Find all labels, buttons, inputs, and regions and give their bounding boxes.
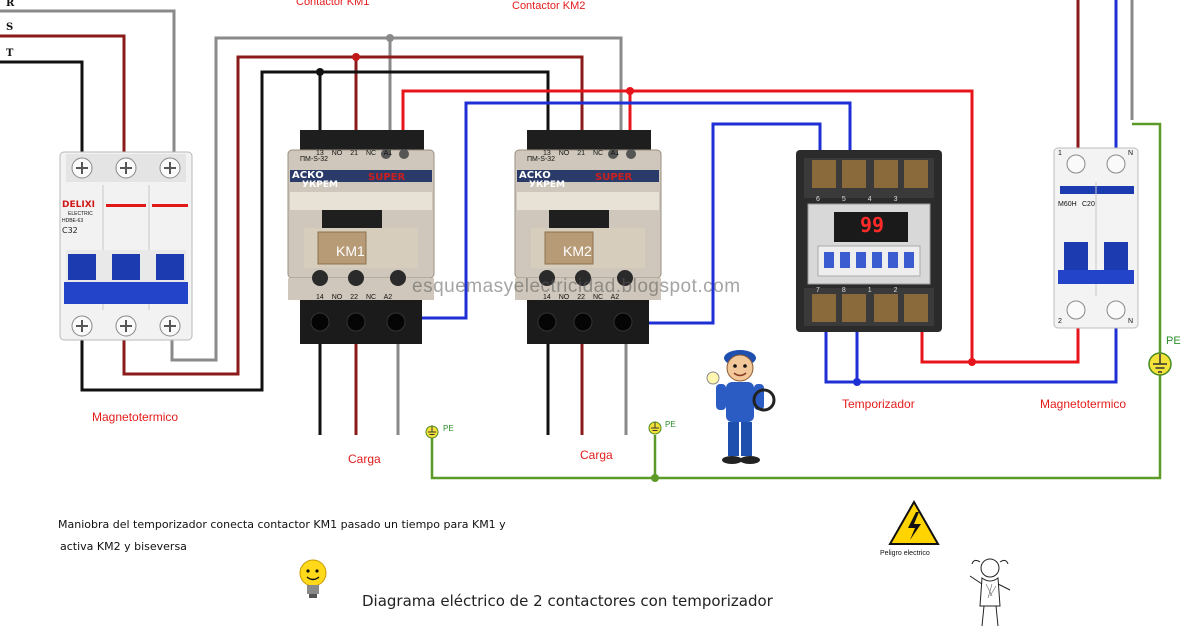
km1-bottom-terminals: 14 NO 22 NC A2 xyxy=(316,294,393,301)
km1-brand-bottom: УКРЕМ xyxy=(302,180,338,190)
timer-display: 99 xyxy=(860,213,885,237)
km2-series: SUPER xyxy=(595,172,633,183)
junction-dot xyxy=(968,358,976,366)
breaker-3pole xyxy=(59,151,193,341)
km1-title: Contactor KM1 xyxy=(296,0,370,8)
km1-series: SUPER xyxy=(368,172,406,183)
earth-symbol xyxy=(648,421,662,435)
earth-symbol-large xyxy=(1148,352,1172,376)
earth-symbol xyxy=(425,425,439,439)
lightbulb-icon xyxy=(299,559,327,598)
wire-control-blue-bottom xyxy=(824,305,1118,384)
breaker2-term-top-right: N xyxy=(1128,150,1134,157)
junction-dot xyxy=(352,53,360,61)
breaker2-model: M60H xyxy=(1058,201,1077,208)
wire-phase-r xyxy=(0,9,176,160)
km1-model: ПМ-S-32 xyxy=(300,156,328,163)
km2-title: Contactor KM2 xyxy=(512,0,586,12)
junction-dot xyxy=(651,474,659,482)
breaker-rating: C32 xyxy=(62,226,78,235)
phase-t-label: T xyxy=(6,48,14,59)
timer-bottom-pins: 7 8 1 2 xyxy=(816,287,898,294)
magnetotermico-left-label: Magnetotermico xyxy=(92,410,179,424)
timer-relay xyxy=(796,150,942,332)
km2-nameplate: KM2 xyxy=(563,243,592,259)
diagram-title: Diagrama eléctrico de 2 contactores con … xyxy=(362,592,773,610)
pe-label-3: PE xyxy=(1166,335,1181,347)
junction-dot xyxy=(853,378,861,386)
wire-control-red-breaker xyxy=(972,325,1080,364)
km2-bottom-terminals: 14 NO 22 NC A2 xyxy=(543,294,620,301)
km2-model: ПМ-S-32 xyxy=(527,156,555,163)
wire-black-bus xyxy=(80,70,550,392)
pe-label-2: PE xyxy=(665,420,676,429)
km1-nameplate: KM1 xyxy=(336,243,365,259)
old-man-sketch xyxy=(969,558,1011,627)
phase-r-label: R xyxy=(6,0,15,9)
breaker-brand-sub: ELECTRIC xyxy=(68,211,93,217)
junction-dot xyxy=(386,34,394,42)
wire-control-red xyxy=(401,89,974,364)
breaker-brand: DELIXI xyxy=(62,200,95,210)
km2-top-terminals: 13 NO 21 NC A1 xyxy=(543,150,620,157)
junction-dot xyxy=(626,87,634,95)
wire-control-blue-km2 xyxy=(630,122,822,325)
wire-grey-bus xyxy=(170,36,623,362)
breaker2-rating: C20 xyxy=(1082,201,1095,208)
contactor-km2 xyxy=(514,130,662,344)
km1-top-terminals: 13 NO 21 NC A1 xyxy=(316,150,393,157)
temporizador-label: Temporizador xyxy=(842,397,915,411)
km2-brand-bottom: УКРЕМ xyxy=(529,180,565,190)
wire-phase-s xyxy=(0,34,126,160)
description-line-1: Maniobra del temporizador conecta contac… xyxy=(58,518,506,531)
contactor-km1 xyxy=(287,130,435,344)
phase-s-label: S xyxy=(6,22,14,33)
carga2-label: Carga xyxy=(580,448,613,462)
electrician-illustration xyxy=(706,350,776,464)
km2-brand-top: АСКО xyxy=(519,170,551,181)
watermark: esquemasyelectricidad.blogspot.com xyxy=(412,276,741,297)
breaker2-term-bottom-right: N xyxy=(1128,318,1134,325)
breaker-model: HDBE-63 xyxy=(62,218,84,224)
pe-label-1: PE xyxy=(443,424,454,433)
km1-brand-top: АСКО xyxy=(292,170,324,181)
danger-warning-icon xyxy=(888,500,940,545)
wire-earth xyxy=(430,122,1162,480)
wire-red-bus xyxy=(122,55,584,376)
breaker2-term-top-left: 1 xyxy=(1058,150,1062,157)
wire-control-blue-km1 xyxy=(403,101,852,320)
description-line-2: activa KM2 y biseversa xyxy=(60,540,187,553)
magnetotermico-right-label: Magnetotermico xyxy=(1040,397,1127,411)
wire-phase-t xyxy=(0,60,84,160)
breaker2-term-bottom-left: 2 xyxy=(1058,318,1062,325)
breaker-2pole xyxy=(1053,147,1139,329)
timer-top-pins: 6 5 4 3 xyxy=(816,196,898,203)
peligro-electrico-label: Peligro electrico xyxy=(880,550,930,557)
carga1-label: Carga xyxy=(348,452,381,466)
junction-dot xyxy=(316,68,324,76)
